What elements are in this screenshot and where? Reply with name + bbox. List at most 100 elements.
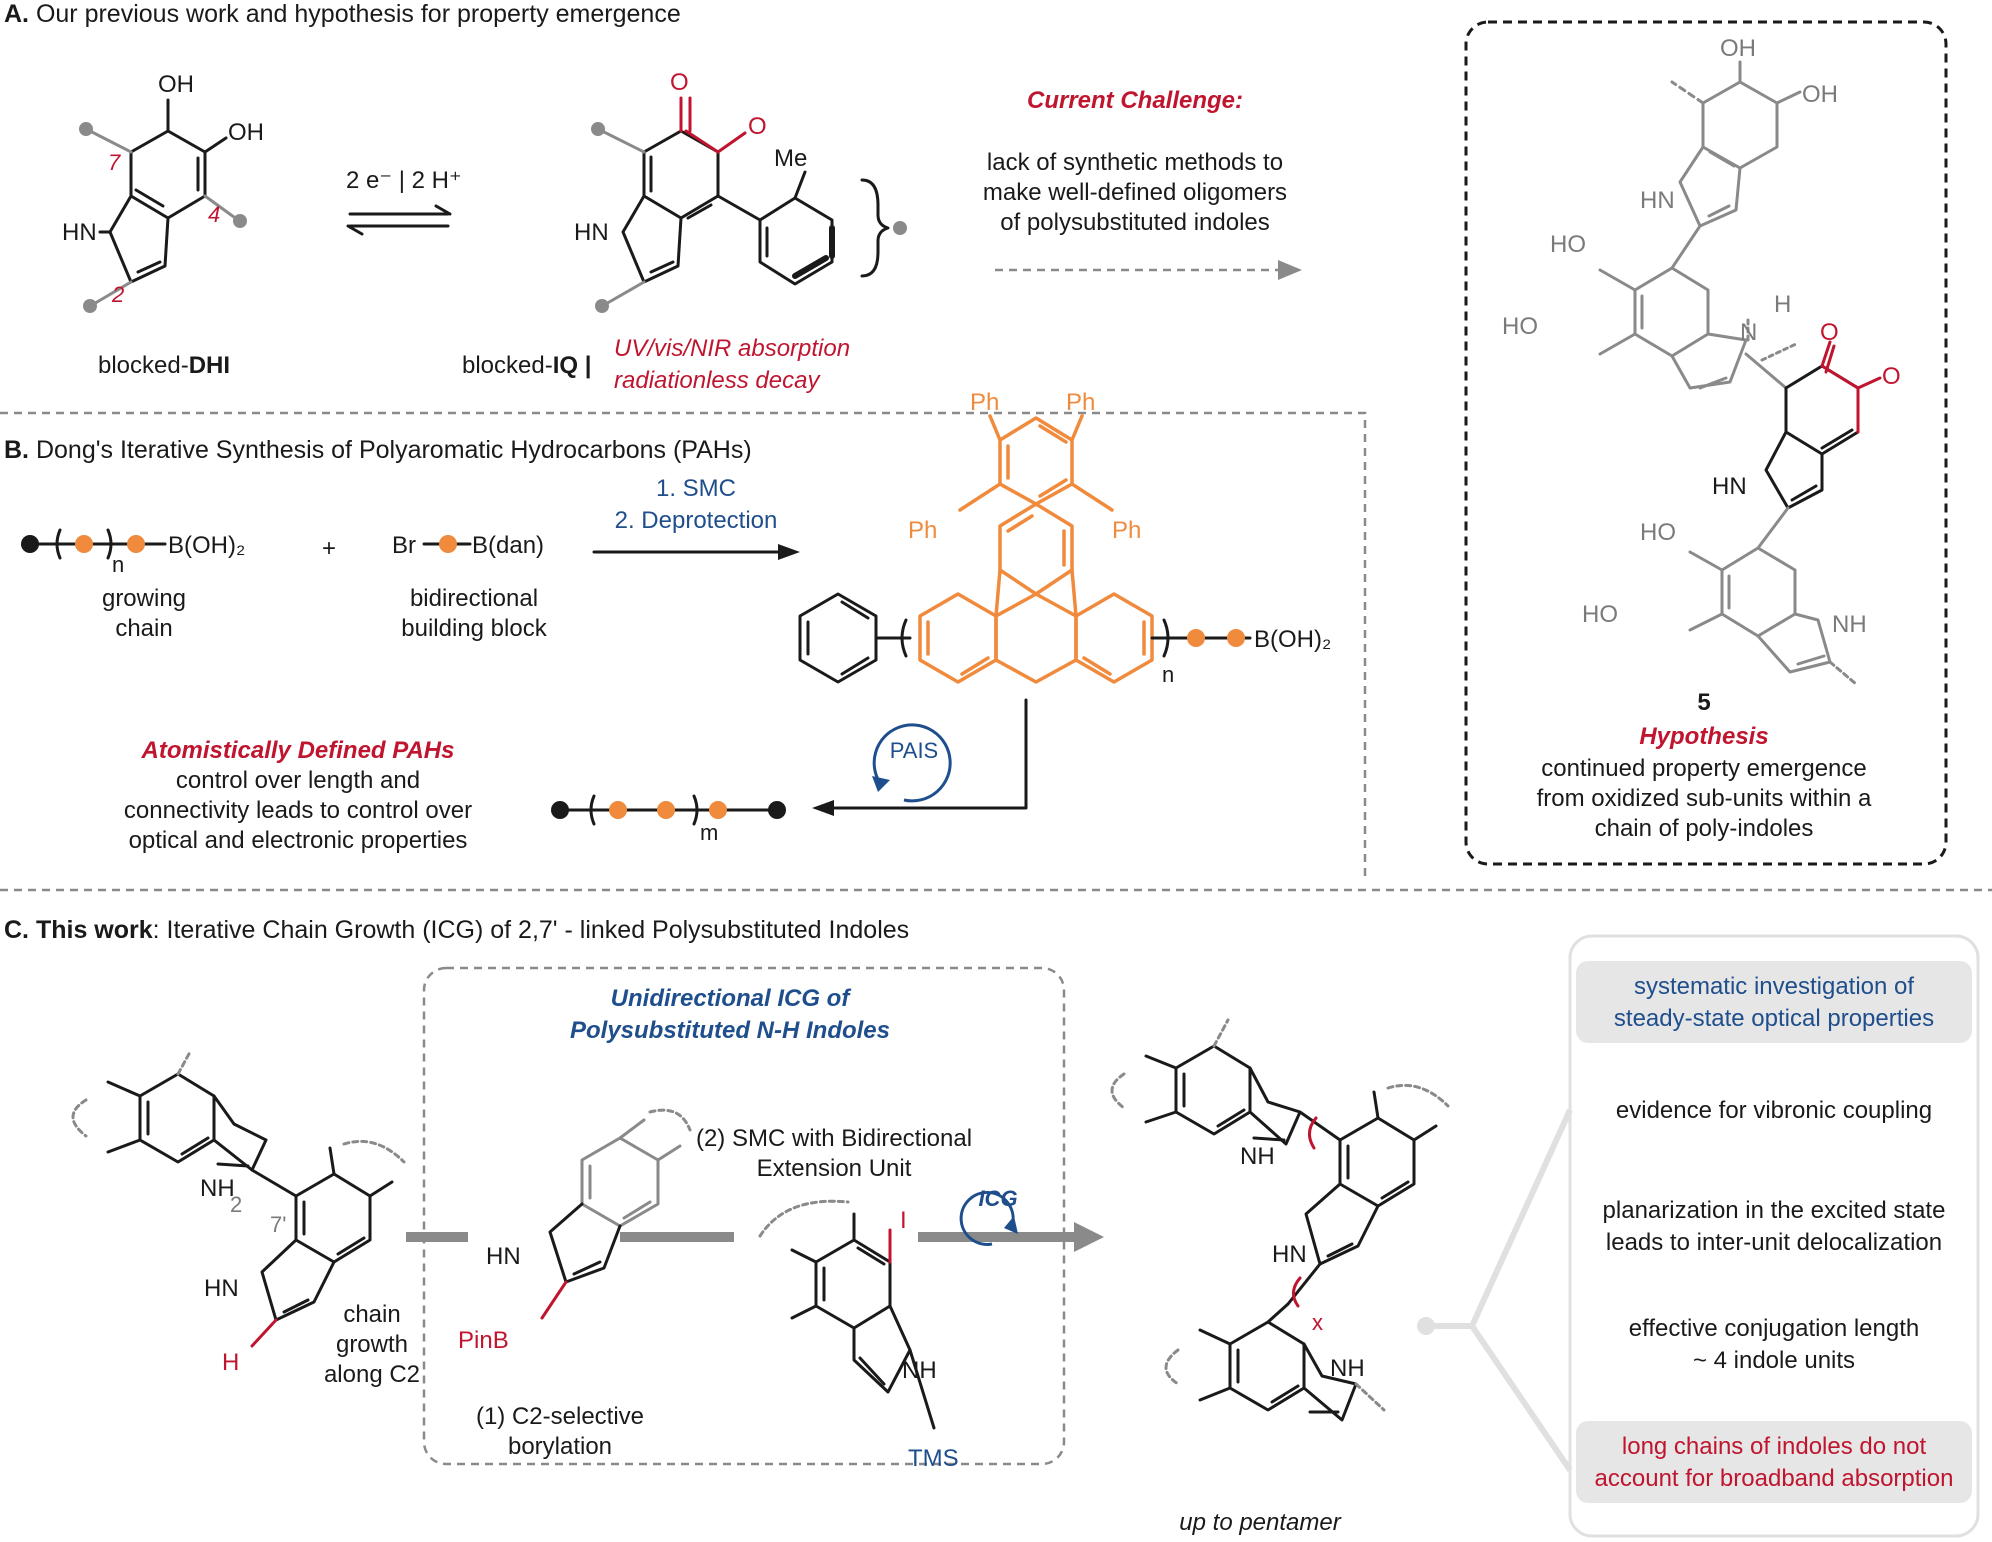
iodo-label: I [900,1207,907,1234]
chain-growth-3: along C2 [324,1361,420,1388]
section-b-border [0,411,1367,880]
hyp-nh-bottom: NH [1832,611,1867,638]
hyp-oh-1: OH [1720,35,1756,62]
defined-pahs-title: Atomistically Defined PAHs [141,737,455,764]
hyp-o-1: O [1820,319,1839,346]
icg-box-title-2: Polysubstituted N-H Indoles [570,1017,890,1044]
building-label-1: bidirectional [410,585,538,612]
dhi-position-7: 7 [108,150,121,175]
step-smc: 1. SMC [656,475,736,502]
chain-subscript-n: n [112,552,124,577]
ph-label-1: Ph [970,389,999,416]
finding-highlight [1576,1421,1972,1503]
ph-label-3: Ph [908,517,937,544]
arrow-segment-1 [406,1232,468,1242]
step2-line-1: (2) SMC with Bidirectional [696,1125,972,1152]
dhi-hn: HN [62,219,97,246]
oligomer-nh-1: NH [1240,1143,1275,1170]
hypothesis-box [1464,20,1948,866]
section-a-heading: A. Our previous work and hypothesis for … [4,0,681,28]
hypothesis-line-3: chain of poly-indoles [1595,815,1814,842]
dimer-position-7: 7' [270,1212,286,1237]
equilibrium-arrows [346,204,452,236]
dhi-position-2: 2 [111,282,124,307]
dimer-h: H [222,1349,239,1376]
building-block-br: Br [392,532,416,559]
hyp-ho-2: HO [1502,313,1538,340]
icg-cycle-icon [959,1191,1018,1246]
extension-nh: NH [902,1357,937,1384]
hypothesis-line-1: continued property emergence [1541,755,1867,782]
blocked-dhi-structure [79,98,247,313]
finding-text: systematic investigation of [1634,973,1914,1000]
dimer-hn: HN [204,1275,239,1302]
building-block-bdan: B(dan) [472,532,544,559]
growing-chain-diagram [21,528,167,560]
dimer-structure [71,1050,406,1348]
growing-label-2: chain [115,615,172,642]
challenge-dashed-arrow [995,260,1302,280]
finding-text: evidence for vibronic coupling [1616,1097,1932,1124]
iq-o-right: O [748,113,767,140]
icg-box [422,966,1066,1466]
icg-box-title-1: Unidirectional ICG of [611,985,852,1012]
hyp-hn-1: HN [1640,187,1675,214]
step2-line-2: Extension Unit [757,1155,912,1182]
hypothesis-title: Hypothesis [1639,723,1768,750]
step-deprotection: 2. Deprotection [615,507,778,534]
building-block-diagram [422,535,472,553]
dhi-position-4: 4 [208,202,220,227]
defined-line-2: connectivity leads to control over [124,797,472,824]
icg-label: ICG [978,1186,1017,1211]
iq-label: blocked-IQ | [462,352,591,379]
reaction-arrow-b [592,544,800,560]
product-boronic: B(OH)₂ [1254,626,1331,653]
up-to-pentamer: up to pentamer [1179,1509,1341,1536]
challenge-title: Current Challenge: [1027,87,1243,114]
dhi-oh-right: OH [228,119,264,146]
step1-line-2: borylation [508,1433,612,1460]
chain-subscript-m: m [700,820,718,845]
building-label-2: building block [401,615,547,642]
dhi-label: blocked-DHI [98,352,230,379]
section-c-heading: C. This work: Iterative Chain Growth (IC… [4,916,909,944]
iq-o-top: O [670,69,689,96]
hyp-ho-1: HO [1550,231,1586,258]
hypothesis-line-2: from oxidized sub-units within a [1537,785,1872,812]
iq-property-2: radiationless decay [614,367,821,394]
hyp-h: H [1774,291,1791,318]
redox-label: 2 e⁻ | 2 H⁺ [346,167,462,194]
hyp-o-2: O [1882,363,1901,390]
plus-sign: + [322,535,336,562]
defined-line-3: optical and electronic properties [129,827,468,854]
finding-text: leads to inter-unit delocalization [1606,1229,1942,1256]
pais-label: PAIS [890,738,939,763]
hyp-oh-2: OH [1802,81,1838,108]
product-chain-m [551,794,786,826]
tms-label: TMS [908,1445,959,1472]
chain-growth-1: chain [343,1301,400,1328]
compound-number: 5 [1697,689,1710,716]
borylated-indole-structure [540,1108,692,1320]
oligomer-structure [1110,1018,1450,1422]
finding-text: planarization in the excited state [1603,1197,1946,1224]
pah-product-structure [798,414,1252,684]
challenge-line-2: make well-defined oligomers [983,179,1287,206]
finding-text: steady-state optical properties [1614,1005,1934,1032]
pais-arrow [812,698,1028,816]
extension-unit-structure [758,1199,936,1430]
iq-me: Me [774,145,807,172]
challenge-line-3: of polysubstituted indoles [1000,209,1270,236]
blocked-iq-structure [591,96,907,313]
finding-text: effective conjugation length [1629,1315,1919,1342]
ph-label-4: Ph [1112,517,1141,544]
iq-hn: HN [574,219,609,246]
hyp-ho-4: HO [1582,601,1618,628]
product-subscript-n: n [1162,662,1174,687]
oligomer-nh-2: NH [1330,1355,1365,1382]
borylation-hn: HN [486,1243,521,1270]
findings-connector [1417,1108,1573,1472]
hyp-hn-2: HN [1712,473,1747,500]
dhi-oh-top: OH [158,71,194,98]
